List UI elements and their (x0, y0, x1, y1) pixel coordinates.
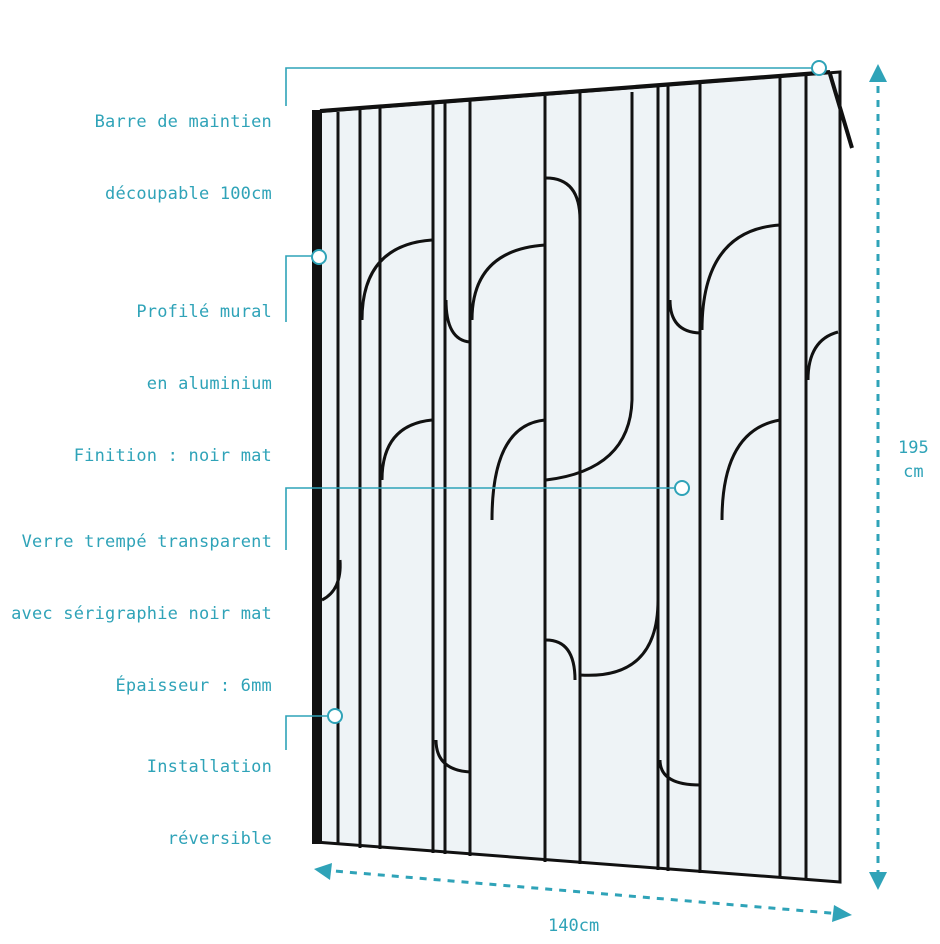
callout-profile-label: Profilé mural en aluminium Finition : no… (73, 302, 272, 466)
width-dimension-line (314, 863, 852, 922)
glass-panel (313, 70, 842, 884)
callout-install-label: Installation réversible (146, 757, 272, 849)
install-marker-dot (327, 708, 343, 724)
glass-marker-dot (674, 480, 690, 496)
height-value: 195 (898, 438, 929, 458)
holding-bar (319, 70, 831, 113)
callout-bar-label: Barre de maintien découpable 100cm (94, 112, 272, 204)
callout-leaders (285, 67, 812, 750)
height-dimension-label: 195 cm (898, 436, 929, 484)
callout-markers (311, 60, 827, 724)
holding-bar-arm (828, 73, 854, 149)
serigraphy-pattern (321, 75, 839, 880)
width-dimension-label: 140cm (548, 916, 600, 936)
bar-marker-dot (811, 60, 827, 76)
wall-profile (312, 110, 322, 844)
height-unit: cm (903, 462, 924, 482)
height-dimension-line (869, 64, 887, 890)
callout-glass-label: Verre trempé transparent avec sérigraphi… (11, 532, 272, 696)
profile-marker-dot (311, 249, 327, 265)
